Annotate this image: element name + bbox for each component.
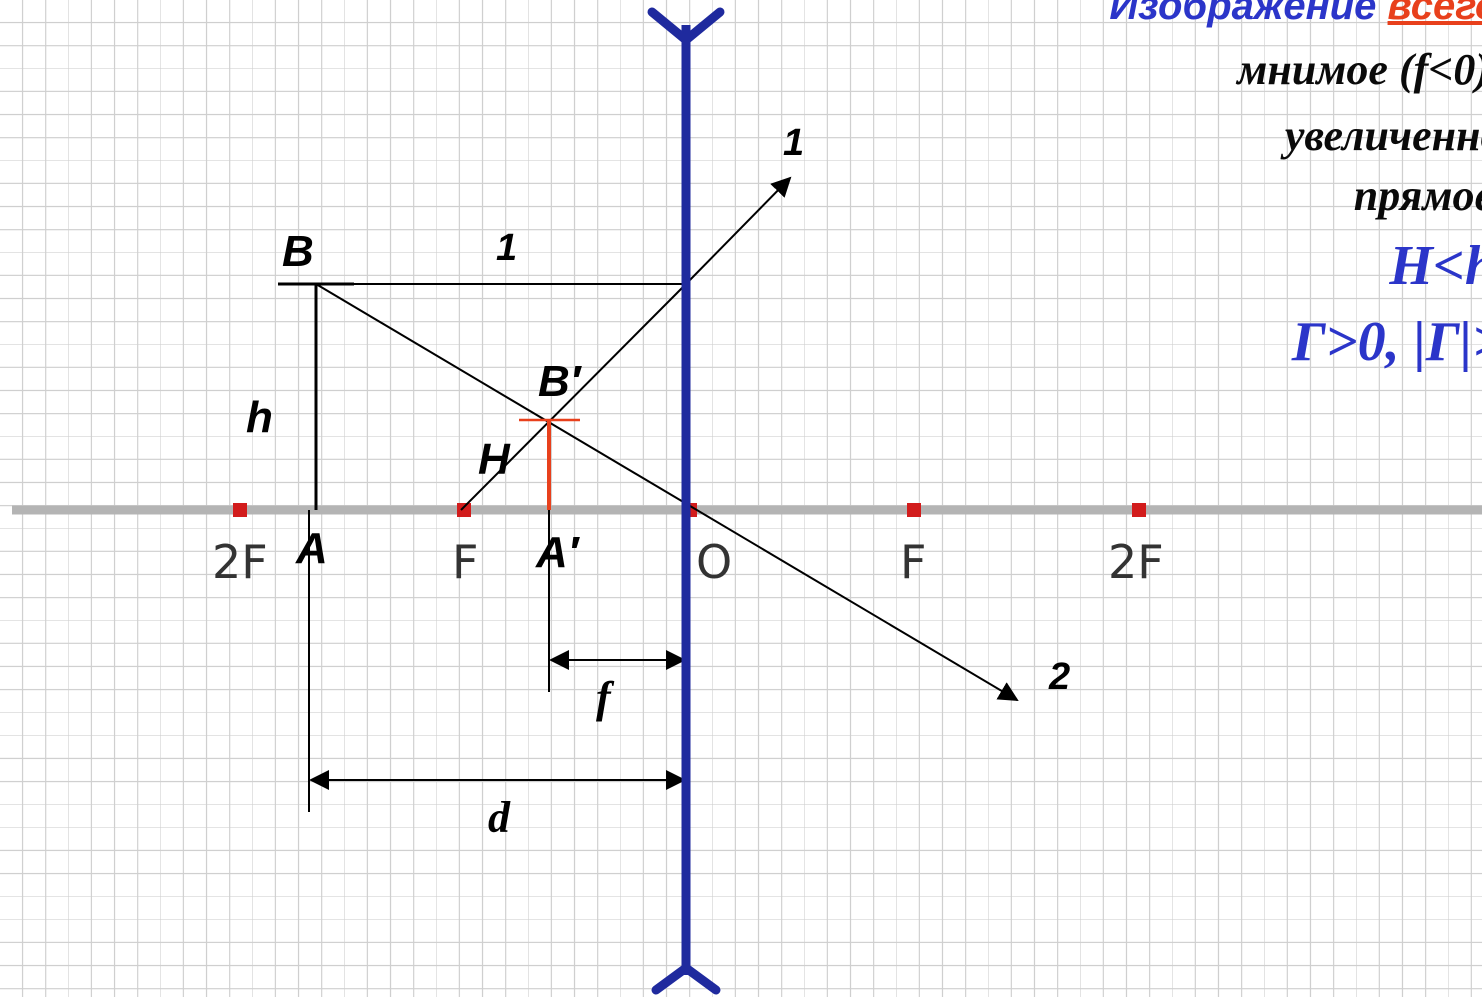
- label-2f-left: 2F: [212, 535, 268, 589]
- info-upright: прямое: [1353, 171, 1482, 220]
- ray-1-virtual-extension: [460, 283, 687, 511]
- label-ray-1-refracted: 1: [783, 122, 804, 164]
- info-height-relation: H<h: [1389, 235, 1482, 297]
- label-ray-1-parallel: 1: [496, 227, 517, 269]
- info-heading-highlight: всегда: [1387, 0, 1482, 28]
- label-f-distance: f: [596, 673, 615, 722]
- label-a-prime: A′: [535, 528, 581, 577]
- label-ray-2: 2: [1048, 656, 1070, 698]
- label-f-right: F: [900, 535, 926, 589]
- label-h-small: h: [246, 393, 273, 442]
- label-2f-right: 2F: [1108, 535, 1164, 589]
- info-enlarged: увеличенное: [1284, 111, 1482, 160]
- label-h-large: H: [478, 435, 511, 484]
- lens-bottom-tip: [651, 962, 721, 995]
- info-heading-prefix: Изображение: [1109, 0, 1377, 28]
- info-heading: Изображение всегда: [1109, 0, 1482, 29]
- ray-1-refracted: [685, 176, 792, 285]
- point-f-left: [457, 503, 471, 517]
- point-2f-right: [1132, 503, 1146, 517]
- info-magnification: Г>0, |Г|>1: [1291, 311, 1482, 373]
- label-d-distance: d: [488, 793, 511, 842]
- point-2f-left: [233, 503, 247, 517]
- label-a: A: [295, 524, 328, 573]
- label-b-prime: B′: [538, 357, 583, 406]
- label-f-left: F: [452, 535, 478, 589]
- lens-top-tip: [647, 7, 725, 46]
- label-o: O: [696, 535, 732, 589]
- point-f-right: [907, 503, 921, 517]
- ray-2-through-center: [315, 283, 1019, 702]
- label-b: B: [282, 227, 314, 276]
- info-virtual: мнимое (f<0): [1237, 45, 1482, 94]
